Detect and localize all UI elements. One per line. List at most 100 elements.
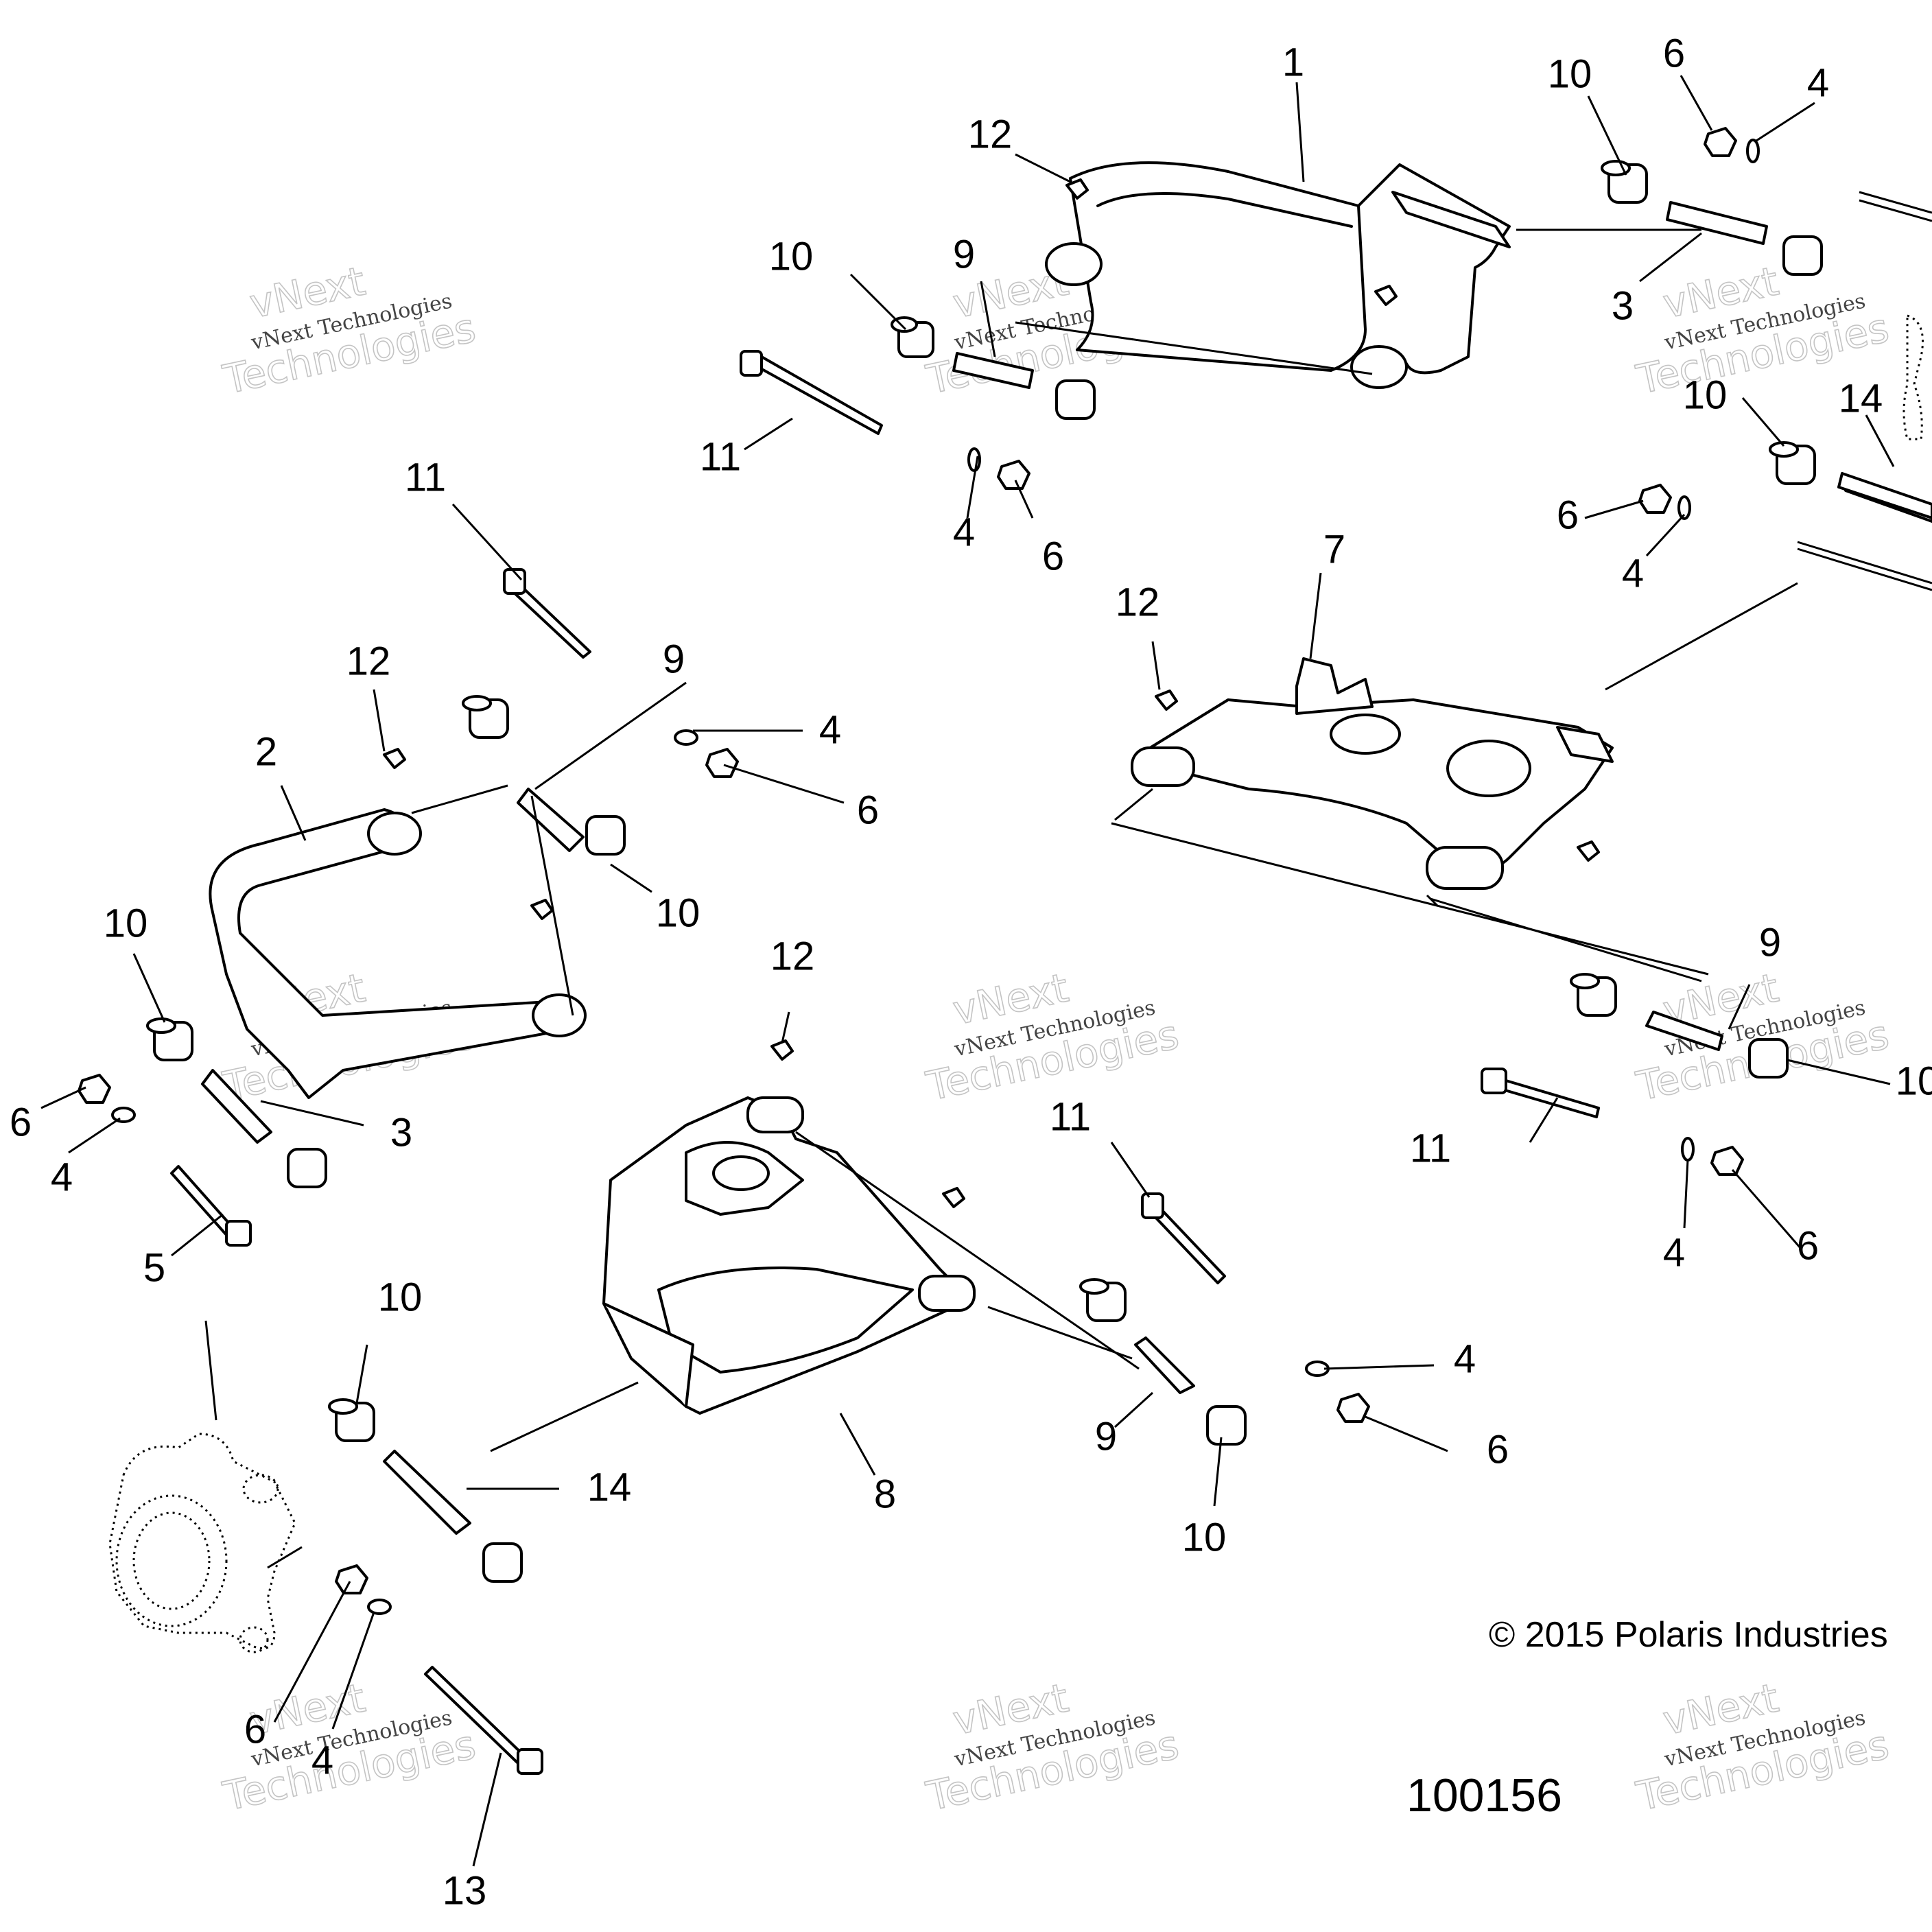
washer-4 xyxy=(367,1599,392,1615)
nut-6 xyxy=(1336,1393,1370,1423)
callout-6: 6 xyxy=(1663,31,1685,75)
callout-7: 7 xyxy=(1323,527,1345,572)
callout-12: 12 xyxy=(1116,580,1160,624)
callout-4: 4 xyxy=(1663,1230,1685,1275)
callout-6: 6 xyxy=(1557,493,1579,537)
bolt-11 xyxy=(1141,1192,1226,1284)
callout-8: 8 xyxy=(874,1472,896,1516)
callout-9: 9 xyxy=(663,637,685,681)
callout-10: 10 xyxy=(769,234,814,279)
bolt-11 xyxy=(503,568,591,659)
pivot-pin-14 xyxy=(1837,472,1932,519)
callout-6: 6 xyxy=(1487,1427,1509,1472)
grease-fitting-12 xyxy=(1155,690,1178,711)
watermark: vNext vNext Technologies Technologies xyxy=(1631,1674,1893,1821)
washer-4 xyxy=(1746,139,1760,163)
callout-3: 3 xyxy=(1612,283,1634,328)
leader-lines xyxy=(40,75,1895,1867)
bushing-10 xyxy=(1769,441,1816,485)
callout-10: 10 xyxy=(1896,1059,1932,1103)
grease-fitting-12 xyxy=(383,748,406,769)
copyright-notice: © 2015 Polaris Industries xyxy=(1489,1615,1888,1655)
callout-10: 10 xyxy=(104,901,148,945)
callout-1: 1 xyxy=(1282,40,1304,84)
pivot-pin-9 xyxy=(952,352,1034,389)
bushing-10 xyxy=(585,815,626,856)
nut-6 xyxy=(705,748,739,778)
callout-9: 9 xyxy=(1095,1414,1117,1459)
callout-6: 6 xyxy=(1042,534,1064,578)
callout-12: 12 xyxy=(770,934,815,978)
upper-control-arm-2 xyxy=(209,808,587,1099)
washer-4 xyxy=(674,729,698,746)
callout-11: 11 xyxy=(405,455,446,499)
wheel-hub-knuckle xyxy=(108,1433,296,1653)
bushings xyxy=(146,160,1823,1583)
watermark: vNext vNext Technologies Technologies xyxy=(921,1674,1183,1821)
bolt-5 xyxy=(170,1165,252,1247)
washer-4 xyxy=(1677,495,1691,520)
pivot-pin-9 xyxy=(1645,1011,1723,1051)
callout-4: 4 xyxy=(311,1738,333,1782)
pivot-pin-9 xyxy=(1134,1336,1195,1394)
callout-9: 9 xyxy=(1759,920,1781,965)
callout-14: 14 xyxy=(1839,376,1883,421)
callout-11: 11 xyxy=(1410,1126,1451,1170)
callout-11: 11 xyxy=(1050,1094,1091,1139)
lower-control-arm-8 xyxy=(602,1096,976,1415)
callout-10: 10 xyxy=(1683,373,1728,417)
callout-12: 12 xyxy=(968,112,1013,156)
nut-6 xyxy=(1704,127,1737,157)
nut-6 xyxy=(1638,484,1672,514)
lower-control-arm-7 xyxy=(1131,657,1614,890)
callout-4: 4 xyxy=(51,1155,73,1199)
nut-6 xyxy=(997,460,1030,490)
bushing-10 xyxy=(1782,235,1823,276)
bushing-10 xyxy=(891,316,934,358)
nut-6 xyxy=(335,1564,368,1594)
callout-9: 9 xyxy=(953,232,975,276)
bushing-10 xyxy=(1570,973,1617,1017)
nut-6 xyxy=(1710,1146,1744,1176)
watermark: vNext vNext Technologies Technologies xyxy=(921,964,1183,1111)
pivot-pin-3 xyxy=(201,1069,272,1144)
pivot-pin-14 xyxy=(383,1450,471,1535)
bushing-10 xyxy=(1206,1405,1247,1446)
pivot-pins xyxy=(201,201,1932,1535)
diagram-code: 100156 xyxy=(1406,1769,1562,1822)
watermark: vNext vNext Technologies Technologies xyxy=(218,257,480,404)
callout-6: 6 xyxy=(1797,1223,1819,1268)
callout-10: 10 xyxy=(1548,51,1592,96)
bushing-10 xyxy=(462,695,509,739)
bushing-10 xyxy=(328,1398,375,1442)
grease-fittings xyxy=(383,178,1600,1208)
callout-labels: 1 10 6 4 12 10 9 3 10 14 11 6 4 6 4 7 11… xyxy=(10,31,1932,1913)
grease-fitting-12 xyxy=(770,1039,794,1061)
callout-10: 10 xyxy=(378,1275,423,1319)
callout-6: 6 xyxy=(10,1100,32,1144)
grease-fitting-12 xyxy=(1577,840,1600,862)
callout-2: 2 xyxy=(255,729,277,774)
callout-6: 6 xyxy=(857,788,879,832)
callout-11: 11 xyxy=(700,434,741,479)
callout-5: 5 xyxy=(143,1245,165,1290)
callout-4: 4 xyxy=(1454,1336,1476,1381)
grease-fitting-12 xyxy=(1065,178,1089,200)
washer-4 xyxy=(1681,1137,1695,1162)
callout-13: 13 xyxy=(443,1868,487,1913)
grease-fitting-12 xyxy=(1374,285,1398,306)
bushing-10 xyxy=(482,1542,523,1583)
bolt-11 xyxy=(1481,1068,1600,1118)
pivot-pin-3 xyxy=(1666,201,1768,245)
callout-10: 10 xyxy=(1182,1515,1227,1559)
bolt-13 xyxy=(424,1666,543,1775)
callout-3: 3 xyxy=(390,1110,412,1155)
callout-10: 10 xyxy=(656,891,700,935)
bushing-10 xyxy=(1079,1278,1127,1322)
bushing-10 xyxy=(1601,160,1648,204)
callout-4: 4 xyxy=(1622,551,1644,596)
callout-4: 4 xyxy=(953,510,975,554)
callout-12: 12 xyxy=(346,639,391,683)
callout-6: 6 xyxy=(244,1707,266,1752)
